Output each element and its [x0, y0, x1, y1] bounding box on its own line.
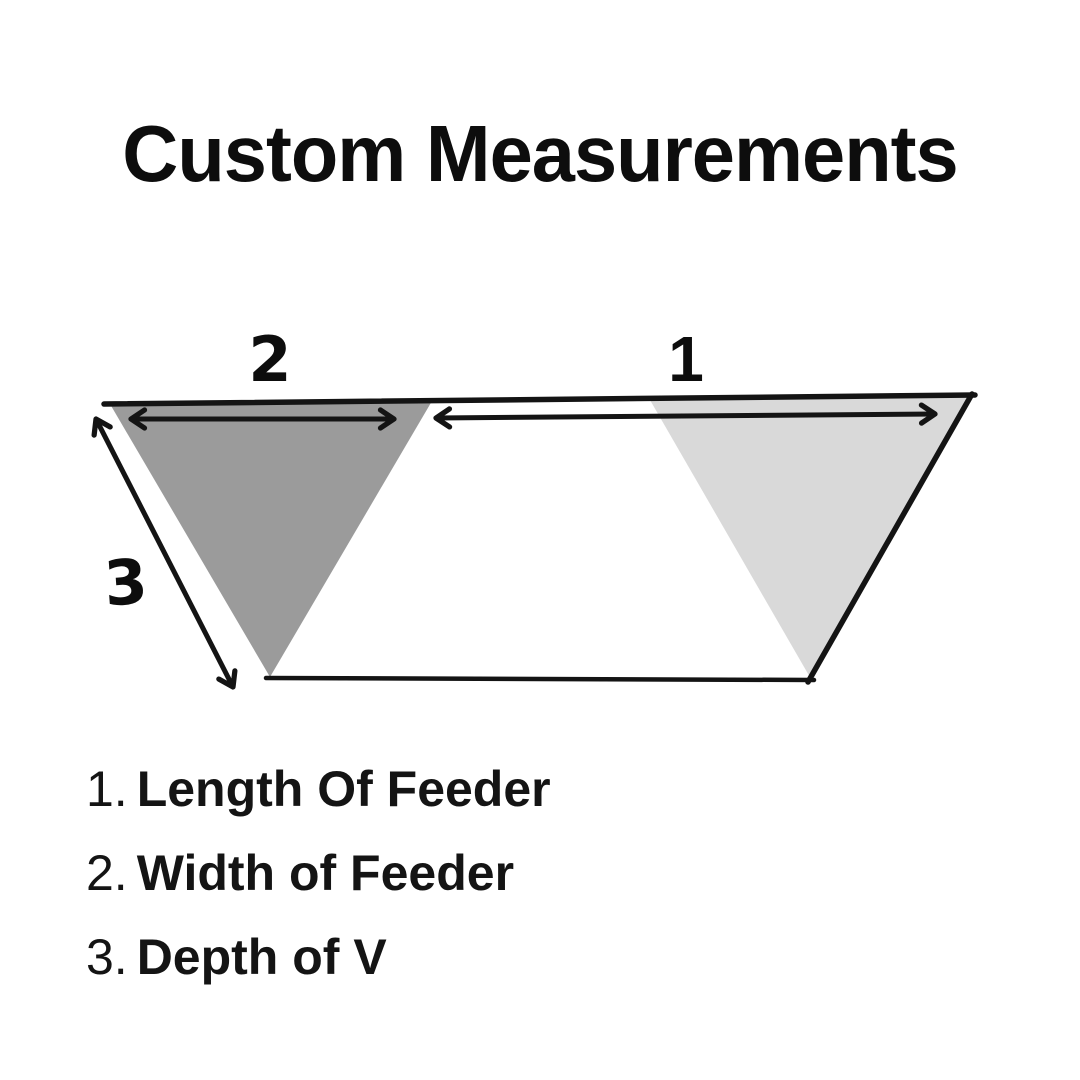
depth-number-label: 3: [102, 545, 150, 621]
legend-number: 1.: [86, 761, 128, 817]
legend-number: 3.: [86, 929, 128, 985]
legend-item-length: 1. Length Of Feeder: [86, 760, 551, 844]
legend-item-width: 2. Width of Feeder: [86, 844, 551, 928]
depth-arrow: [91, 416, 238, 690]
feeder-top-edge: [101, 392, 978, 407]
page-title: Custom Measurements: [122, 109, 958, 198]
legend-label: Length Of Feeder: [136, 761, 551, 817]
right-v-triangle: [650, 396, 969, 679]
feeder-bottom-edge: [263, 675, 817, 683]
width-number-label: 2: [248, 323, 291, 396]
length-number-label: 1: [668, 323, 704, 395]
legend-item-depth: 3. Depth of V: [86, 928, 551, 1012]
legend-number: 2.: [86, 845, 128, 901]
legend-label: Depth of V: [136, 929, 387, 985]
length-arrow: [433, 402, 938, 430]
feeder-right-edge: [805, 391, 975, 685]
legend-label: Width of Feeder: [136, 845, 515, 901]
measurement-legend: 1. Length Of Feeder 2. Width of Feeder 3…: [86, 760, 551, 1012]
